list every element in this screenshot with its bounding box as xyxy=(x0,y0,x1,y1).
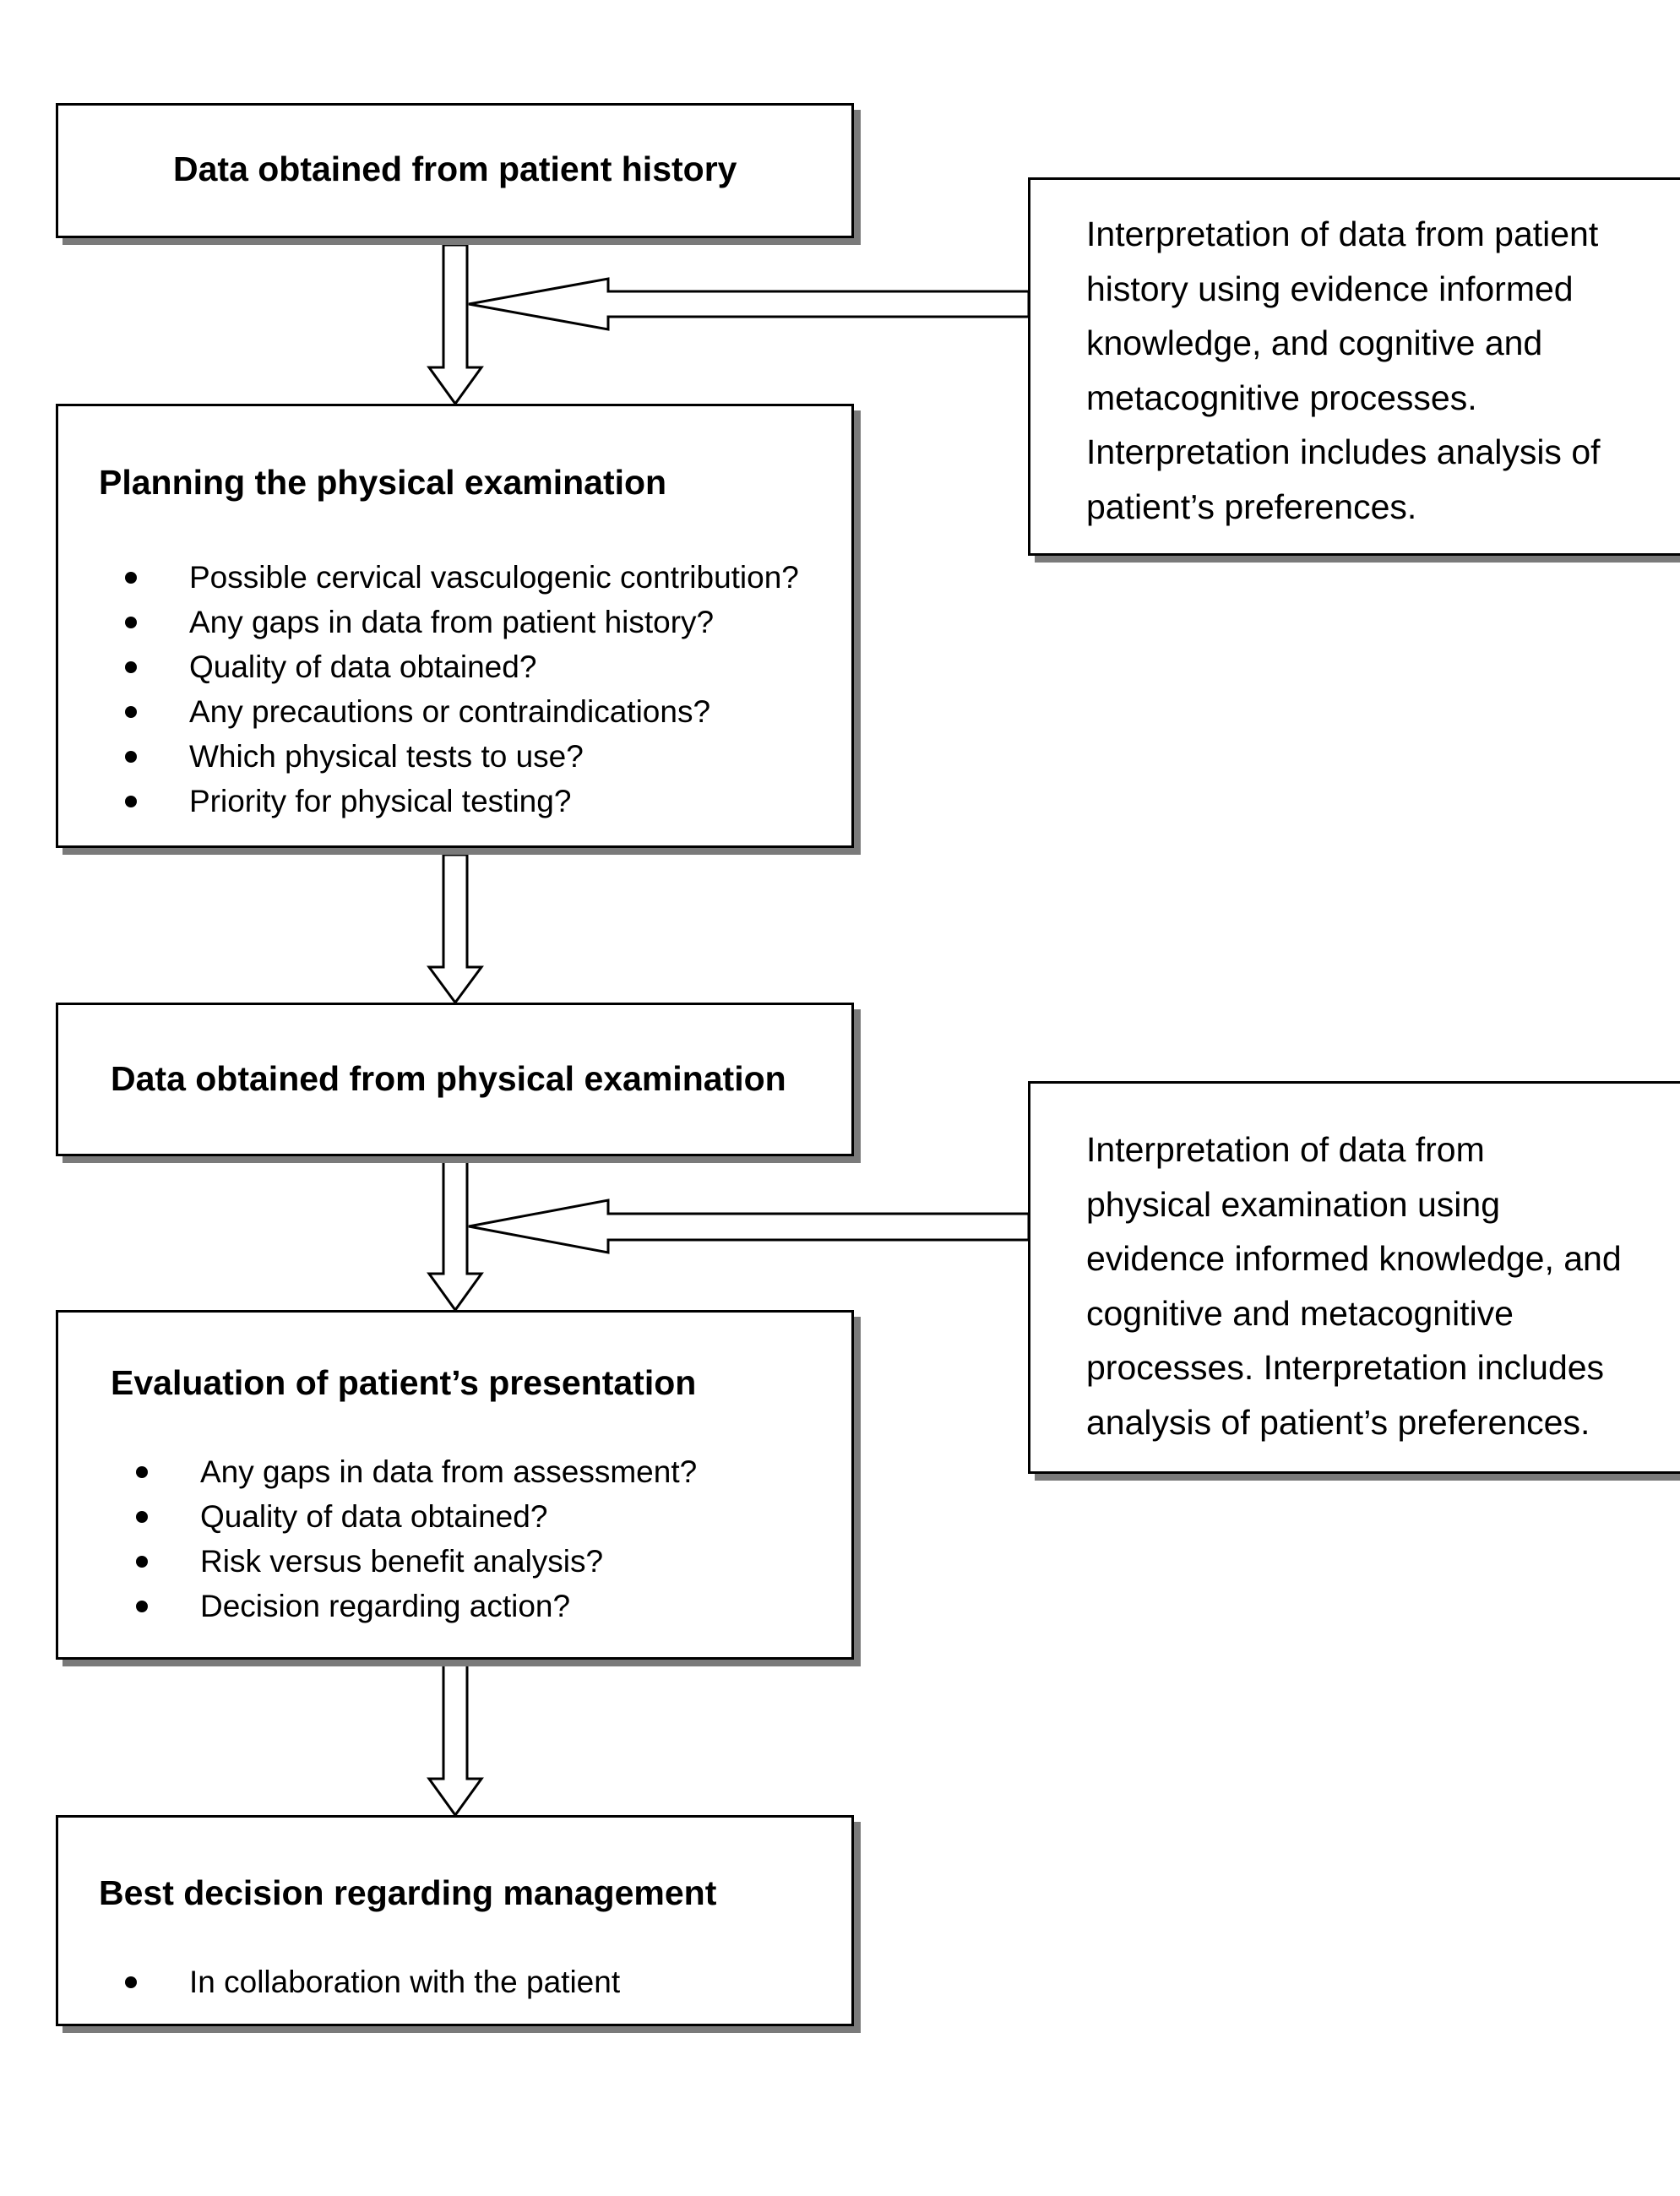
list-item: Quality of data obtained? xyxy=(82,644,799,689)
management-bullet-list: In collaboration with the patient xyxy=(82,1960,620,2004)
text-line: Interpretation of data from xyxy=(1086,1130,1485,1169)
text-line: knowledge, and cognitive and xyxy=(1086,323,1543,362)
list-item: Decision regarding action? xyxy=(93,1584,697,1628)
text-line: Interpretation includes analysis of xyxy=(1086,432,1601,471)
left-arrow-1 xyxy=(468,277,1030,331)
evaluation-box: Evaluation of patient’s presentation Any… xyxy=(56,1310,854,1660)
text-line: metacognitive processes. xyxy=(1086,378,1477,417)
down-arrow-4 xyxy=(427,1660,484,1818)
text-line: processes. Interpretation includes xyxy=(1086,1348,1605,1387)
text-line: evidence informed knowledge, and xyxy=(1086,1239,1622,1278)
down-arrow-2 xyxy=(427,853,484,1005)
physical-data-box: Data obtained from physical examination xyxy=(56,1003,854,1156)
list-item: Any gaps in data from assessment? xyxy=(93,1449,697,1494)
down-arrow-1 xyxy=(427,243,484,406)
management-title: Best decision regarding management xyxy=(99,1873,717,1912)
list-item: Which physical tests to use? xyxy=(82,734,799,779)
planning-box: Planning the physical examination Possib… xyxy=(56,404,854,848)
left-arrow-2 xyxy=(468,1199,1030,1254)
history-interpretation-box: Interpretation of data from patient hist… xyxy=(1028,177,1680,556)
physical-interpretation-text: Interpretation of data from physical exa… xyxy=(1086,1122,1622,1449)
physical-interpretation-box: Interpretation of data from physical exa… xyxy=(1028,1081,1680,1474)
text-line: cognitive and metacognitive xyxy=(1086,1293,1514,1333)
physical-data-title: Data obtained from physical examination xyxy=(111,1059,786,1098)
list-item: Risk versus benefit analysis? xyxy=(93,1539,697,1584)
text-line: history using evidence informed xyxy=(1086,269,1574,308)
text-line: analysis of patient’s preferences. xyxy=(1086,1402,1590,1442)
list-item: Possible cervical vasculogenic contribut… xyxy=(82,555,799,600)
management-box: Best decision regarding management In co… xyxy=(56,1815,854,2026)
evaluation-bullet-list: Any gaps in data from assessment? Qualit… xyxy=(93,1449,697,1628)
planning-bullet-list: Possible cervical vasculogenic contribut… xyxy=(82,555,799,824)
list-item: Any precautions or contraindications? xyxy=(82,689,799,734)
text-line: patient’s preferences. xyxy=(1086,486,1417,526)
list-item: In collaboration with the patient xyxy=(82,1960,620,2004)
history-interpretation-text: Interpretation of data from patient hist… xyxy=(1086,207,1601,534)
text-line: physical examination using xyxy=(1086,1184,1500,1224)
planning-title: Planning the physical examination xyxy=(99,463,667,502)
list-item: Any gaps in data from patient history? xyxy=(82,600,799,644)
evaluation-title: Evaluation of patient’s presentation xyxy=(111,1363,697,1402)
list-item: Priority for physical testing? xyxy=(82,779,799,824)
list-item: Quality of data obtained? xyxy=(93,1494,697,1539)
patient-history-title: Data obtained from patient history xyxy=(173,149,737,188)
text-line: Interpretation of data from patient xyxy=(1086,215,1599,253)
down-arrow-3 xyxy=(427,1155,484,1313)
patient-history-box: Data obtained from patient history xyxy=(56,103,854,238)
